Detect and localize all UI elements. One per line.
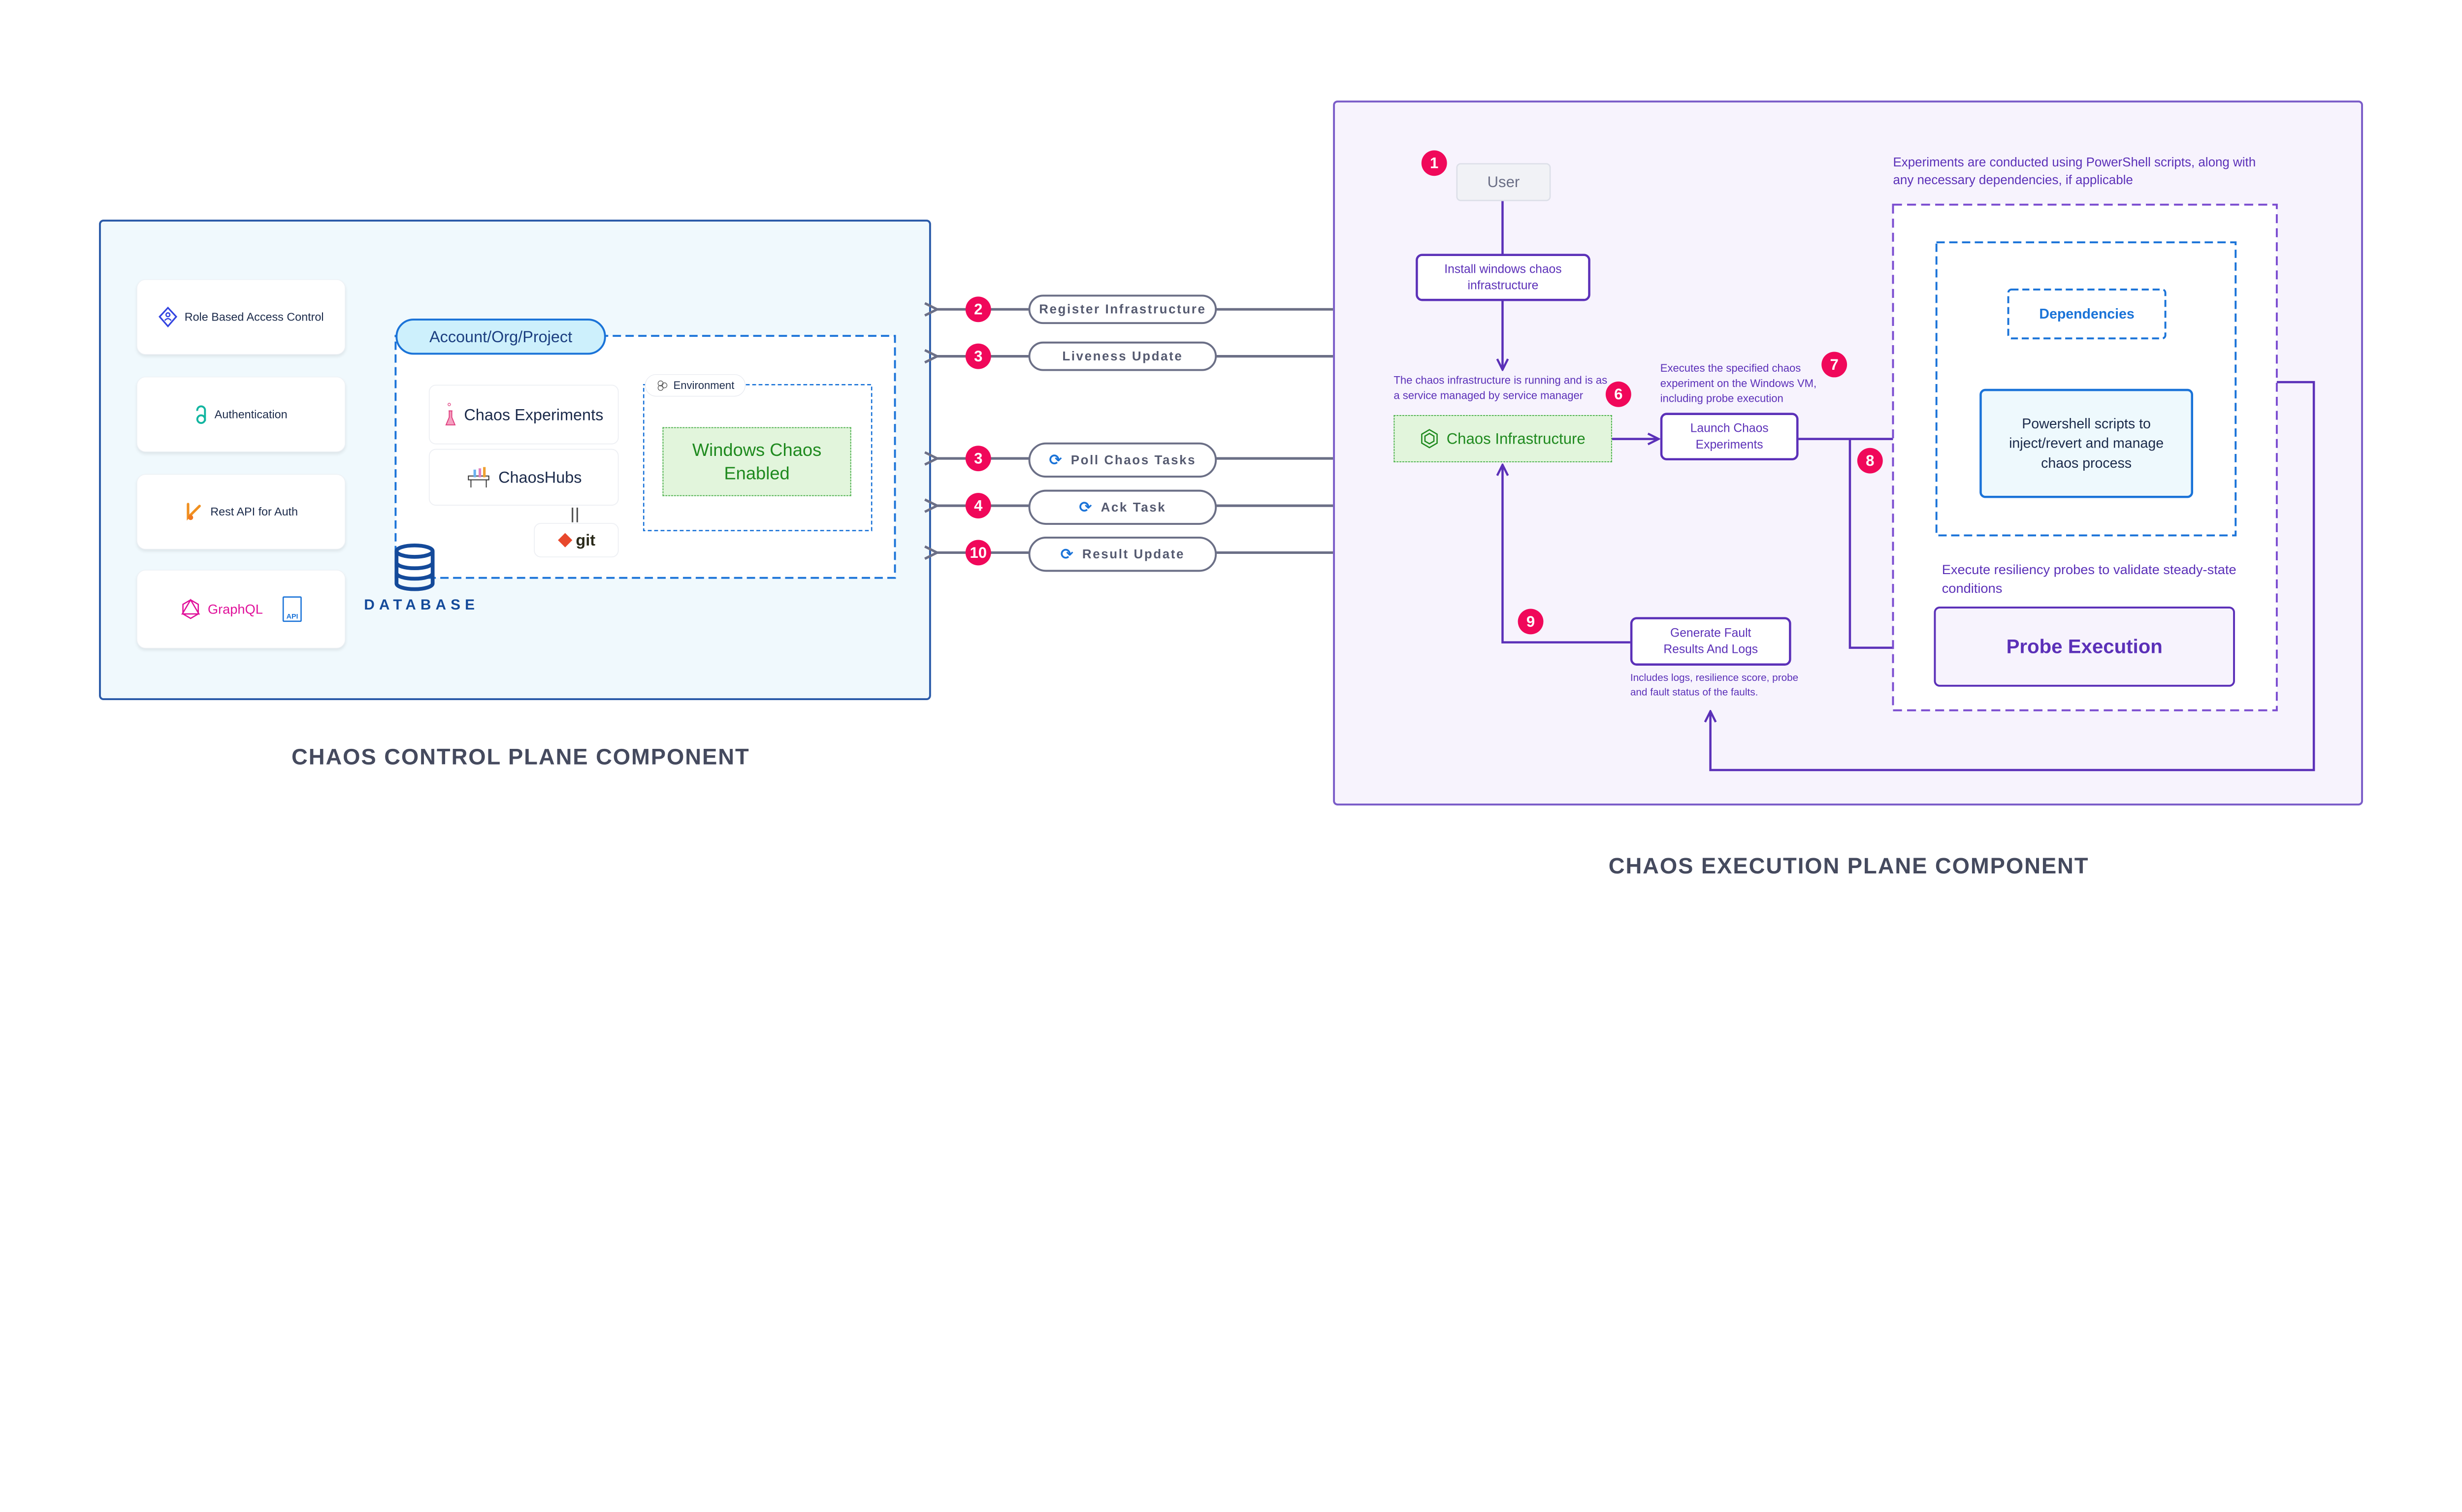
- step-badge: 7: [1821, 352, 1847, 378]
- step-badge: 10: [965, 540, 991, 566]
- scripts-note: Experiments are conducted using PowerShe…: [1893, 155, 2256, 187]
- feature-card-auth: Authentication: [136, 377, 346, 452]
- user-box: User: [1456, 163, 1551, 201]
- message-result-update: ⟳Result Update: [1028, 536, 1217, 572]
- probe-note: Execute resiliency probes to validate st…: [1942, 562, 2236, 596]
- feature-label: Authentication: [214, 408, 288, 421]
- generate-note: Includes logs, resilience score, probe a…: [1630, 672, 1799, 698]
- environment-label-pill: Environment: [645, 374, 746, 397]
- control-plane-title: CHAOS CONTROL PLANE COMPONENT: [292, 744, 750, 770]
- hexagon-icon: [1421, 429, 1438, 449]
- step-badge: 3: [965, 343, 991, 369]
- launch-note: Executes the specified chaos experiment …: [1660, 362, 1817, 405]
- diagram-canvas: Role Based Access Control Authentication…: [99, 100, 2363, 878]
- diagram-stage: Role Based Access Control Authentication…: [99, 100, 2363, 878]
- git-icon: [558, 533, 573, 547]
- environment-icon: [657, 380, 668, 391]
- chaos-experiments-label: Chaos Experiments: [464, 405, 604, 424]
- step-badge: 9: [1518, 609, 1544, 635]
- account-org-project-pill: Account/Org/Project: [395, 319, 606, 355]
- step-badge: 8: [1857, 448, 1883, 474]
- infra-note: The chaos infrastructure is running and …: [1393, 374, 1608, 402]
- feature-card-graphql: GraphQL API: [136, 570, 346, 648]
- install-infrastructure-box: Install windows chaos infrastructure: [1416, 254, 1590, 301]
- graphql-icon: [181, 598, 200, 619]
- feature-label: Rest API for Auth: [210, 505, 298, 518]
- chaos-infrastructure-box: Chaos Infrastructure: [1393, 415, 1612, 462]
- message-poll-chaos-tasks: ⟳Poll Chaos Tasks: [1028, 442, 1217, 478]
- launch-chaos-experiments-box: Launch Chaos Experiments: [1660, 413, 1799, 461]
- chaoshubs-label: ChaosHubs: [498, 468, 582, 486]
- feature-label: Role Based Access Control: [184, 310, 324, 323]
- sync-icon: ⟳: [1060, 546, 1075, 563]
- auth-icon: [196, 405, 206, 424]
- chaoshubs-icon: [468, 467, 489, 488]
- rbac-icon: [158, 306, 178, 328]
- flask-icon: [445, 402, 456, 425]
- step-badge: 3: [965, 446, 991, 472]
- rest-api-icon: [187, 503, 201, 521]
- feature-label: GraphQL: [207, 601, 263, 617]
- step-badge: 4: [965, 493, 991, 519]
- windows-chaos-enabled-box: Windows Chaos Enabled: [662, 427, 851, 496]
- git-card: git: [534, 523, 619, 558]
- sync-icon: ⟳: [1079, 499, 1094, 516]
- step-badge: 6: [1605, 381, 1631, 407]
- chaoshubs-card: ChaosHubs: [428, 449, 619, 506]
- feature-card-rbac: Role Based Access Control: [136, 279, 346, 355]
- message-liveness-update: Liveness Update: [1028, 341, 1217, 371]
- feature-card-rest-api: Rest API for Auth: [136, 474, 346, 549]
- generate-results-box: Generate Fault Results And Logs: [1630, 617, 1791, 666]
- database-label: DATABASE: [364, 596, 480, 613]
- api-doc-icon: API: [283, 596, 302, 622]
- chaos-experiments-card: Chaos Experiments: [428, 385, 619, 445]
- sync-icon: ⟳: [1049, 451, 1064, 469]
- execution-plane-title: CHAOS EXECUTION PLANE COMPONENT: [1608, 853, 2089, 878]
- message-register-infrastructure: Register Infrastructure: [1028, 294, 1217, 324]
- git-label: git: [576, 531, 596, 549]
- powershell-scripts-box: Powershell scripts to inject/revert and …: [1979, 388, 2193, 498]
- step-badge: 1: [1421, 150, 1447, 176]
- step-badge: 2: [965, 296, 991, 322]
- probe-execution-box: Probe Execution: [1934, 606, 2235, 687]
- database-icon: [394, 543, 435, 591]
- message-ack-task: ⟳Ack Task: [1028, 489, 1217, 525]
- dependencies-box: Dependencies: [2039, 306, 2135, 322]
